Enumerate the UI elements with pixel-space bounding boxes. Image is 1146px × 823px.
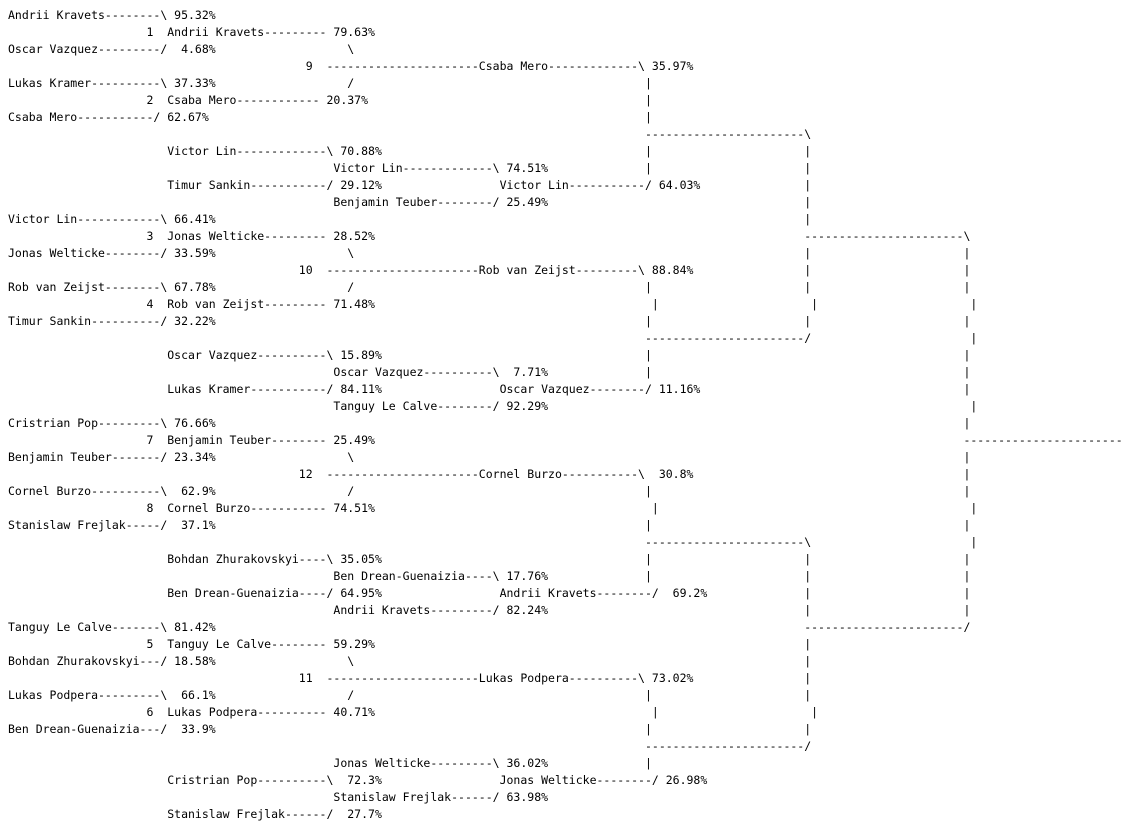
bracket-line: Stanislaw Frejlak------/ 27.7% [8,807,382,821]
bracket-line: Victor Lin-------------\ 74.51% | | [8,161,812,175]
bracket-line: Ben Drean-Guenaizia----\ 17.76% | | | [8,569,971,583]
bracket-line: Andrii Kravets--------\ 95.32% [8,8,216,22]
bracket-line: Timur Sankin-----------/ 29.12% Victor L… [8,178,812,192]
bracket-line: Victor Lin-------------\ 70.88% | | [8,144,812,158]
bracket-line: -----------------------\ | [8,535,978,549]
bracket-line: 7 Benjamin Teuber-------- 25.49% -------… [8,433,1123,447]
bracket-line: 10 ----------------------Rob van Zeijst-… [8,263,971,277]
bracket-line: 3 Jonas Welticke--------- 28.52% -------… [8,229,971,243]
bracket-line: Andrii Kravets---------/ 82.24% | | [8,603,971,617]
bracket-line: 12 ----------------------Cornel Burzo---… [8,467,971,481]
bracket-line: 2 Csaba Mero------------ 20.37% | [8,93,652,107]
bracket-line: Benjamin Teuber--------/ 25.49% | [8,195,812,209]
bracket-line: Timur Sankin----------/ 32.22% | | | [8,314,971,328]
tournament-bracket: Andrii Kravets--------\ 95.32% 1 Andrii … [8,7,1123,823]
bracket-line: Jonas Welticke---------\ 36.02% | [8,756,652,770]
bracket-line: 11 ----------------------Lukas Podpera--… [8,671,812,685]
bracket-line: 1 Andrii Kravets--------- 79.63% [8,25,375,39]
bracket-line: Oscar Vazquez----------\ 7.71% | | [8,365,971,379]
bracket-line: Oscar Vazquez---------/ 4.68% \ [8,42,355,56]
bracket-line: Csaba Mero-----------/ 62.67% | [8,110,652,124]
bracket-line: Cristrian Pop---------\ 76.66% | [8,416,971,430]
bracket-line: -----------------------\ [8,127,812,141]
bracket-line: Lukas Podpera---------\ 66.1% / | | [8,688,812,702]
bracket-line: Benjamin Teuber-------/ 23.34% \ | [8,450,971,464]
bracket-line: Jonas Welticke--------/ 33.59% \ | | [8,246,971,260]
bracket-line: 8 Cornel Burzo----------- 74.51% | | [8,501,978,515]
bracket-line: Victor Lin------------\ 66.41% | [8,212,812,226]
bracket-line: Cristrian Pop----------\ 72.3% Jonas Wel… [8,773,708,787]
bracket-line: Tanguy Le Calve-------\ 81.42% ---------… [8,620,971,634]
bracket-line: Oscar Vazquez----------\ 15.89% | | [8,348,971,362]
bracket-line: Lukas Kramer-----------/ 84.11% Oscar Va… [8,382,971,396]
bracket-line: Ben Drean-Guenaizia----/ 64.95% Andrii K… [8,586,971,600]
bracket-line: 6 Lukas Podpera---------- 40.71% | | [8,705,819,719]
bracket-line: -----------------------/ | [8,331,978,345]
bracket-line: Tanguy Le Calve--------/ 92.29% | [8,399,978,413]
bracket-line: Ben Drean-Guenaizia---/ 33.9% | | [8,722,812,736]
bracket-line: 4 Rob van Zeijst--------- 71.48% | | | [8,297,978,311]
bracket-line: Bohdan Zhurakovskyi----\ 35.05% | | | [8,552,971,566]
bracket-line: 9 ----------------------Csaba Mero------… [8,59,694,73]
bracket-line: -----------------------/ [8,739,812,753]
bracket-line: Rob van Zeijst--------\ 67.78% / | | | [8,280,971,294]
bracket-line: 5 Tanguy Le Calve-------- 59.29% | [8,637,812,651]
bracket-line: Bohdan Zhurakovskyi---/ 18.58% \ | [8,654,812,668]
bracket-line: Lukas Kramer----------\ 37.33% / | [8,76,652,90]
bracket-line: Stanislaw Frejlak-----/ 37.1% | | [8,518,971,532]
bracket-line: Stanislaw Frejlak------/ 63.98% [8,790,549,804]
bracket-line: Cornel Burzo----------\ 62.9% / | | [8,484,971,498]
